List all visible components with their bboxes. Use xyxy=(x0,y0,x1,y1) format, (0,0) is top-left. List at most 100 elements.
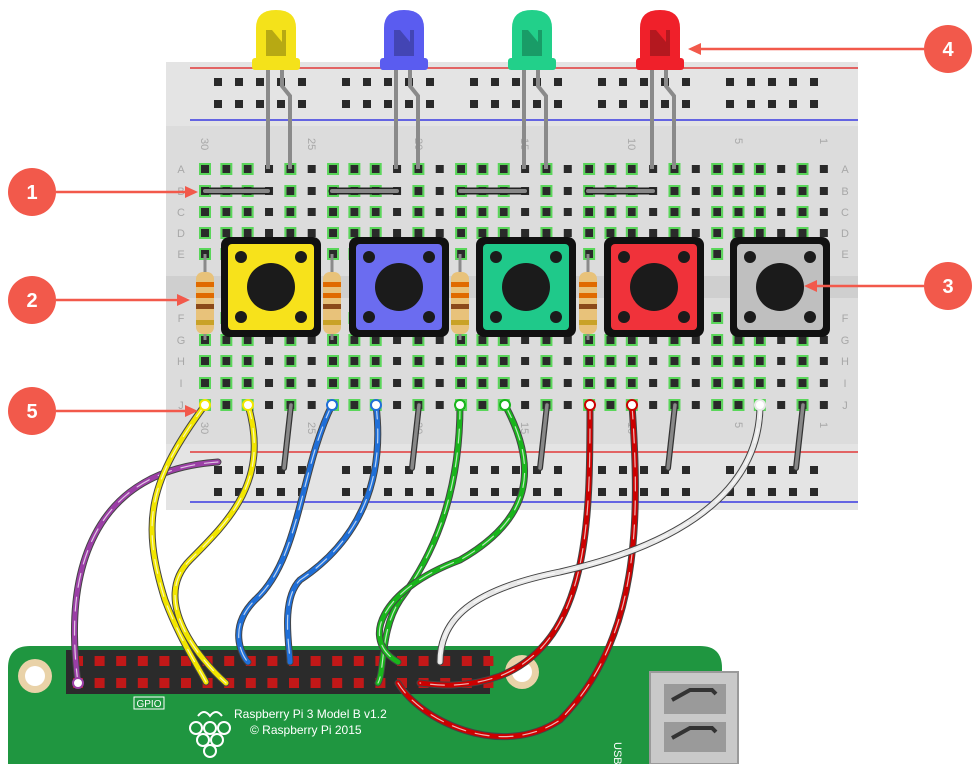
rail-hole xyxy=(491,466,499,474)
callout-number: 4 xyxy=(942,39,954,61)
rail-hole xyxy=(405,466,413,474)
raspberry-pi: GPIO Raspberry Pi 3 Model B v1.2 © Raspb… xyxy=(8,646,739,769)
bottom-power-rail xyxy=(166,444,858,510)
hole-highlight xyxy=(732,355,745,367)
resistor-band xyxy=(323,293,341,298)
rail-hole xyxy=(661,488,669,496)
hole-highlight xyxy=(220,377,233,389)
breadboard-hole xyxy=(691,208,700,216)
gpio-pin xyxy=(267,678,278,688)
breadboard-hole xyxy=(563,229,572,237)
button-corner xyxy=(490,251,502,263)
breadboard-hole xyxy=(222,229,231,237)
breadboard-hole xyxy=(563,187,572,195)
rail-hole xyxy=(768,466,776,474)
rail-hole xyxy=(214,78,222,86)
breadboard-hole xyxy=(286,229,295,237)
hole-highlight xyxy=(625,206,638,218)
rail-hole xyxy=(789,466,797,474)
callout-number: 5 xyxy=(26,401,37,423)
hole-highlight xyxy=(327,206,340,218)
breadboard-hole xyxy=(521,401,530,409)
rail-hole xyxy=(789,100,797,108)
column-number: 25 xyxy=(305,422,317,434)
hole-highlight xyxy=(711,334,724,346)
breadboard-hole xyxy=(222,165,231,173)
wire-yellow-highlight xyxy=(151,404,207,683)
breadboard-hole xyxy=(542,336,551,344)
breadboard-hole xyxy=(606,401,615,409)
breadboard-hole xyxy=(307,357,316,365)
rail-hole xyxy=(726,466,734,474)
resistor xyxy=(579,254,597,340)
hole-highlight xyxy=(199,206,211,218)
rail-hole xyxy=(363,78,371,86)
breadboard-hole xyxy=(265,336,274,344)
hole-highlight xyxy=(497,206,510,218)
breadboard-hole xyxy=(393,208,402,216)
button-corner xyxy=(804,251,816,263)
breadboard-hole xyxy=(243,229,252,237)
breadboard-hole xyxy=(819,401,828,409)
hole-highlight xyxy=(348,377,361,389)
rail-hole xyxy=(682,466,690,474)
breadboard-hole xyxy=(201,379,209,387)
breadboard-hole xyxy=(307,165,316,173)
hole-highlight xyxy=(668,185,681,197)
callout-number: 1 xyxy=(26,182,37,204)
breadboard-hole xyxy=(670,208,679,216)
push-button xyxy=(604,237,704,337)
breadboard-hole xyxy=(457,379,466,387)
button-corner xyxy=(235,251,247,263)
breadboard-hole xyxy=(435,229,444,237)
breadboard-hole xyxy=(243,208,252,216)
hole-highlight xyxy=(476,206,489,218)
row-letter: I xyxy=(843,378,846,390)
callout-arrowhead xyxy=(185,405,198,417)
rail-hole xyxy=(470,78,478,86)
hole-highlight xyxy=(732,399,745,411)
breadboard-hole xyxy=(798,165,807,173)
column-number: 30 xyxy=(198,138,210,150)
gpio-pin xyxy=(332,656,343,666)
rail-hole xyxy=(726,78,734,86)
breadboard-hole xyxy=(350,336,359,344)
push-button xyxy=(730,237,830,337)
breadboard-hole xyxy=(798,229,807,237)
breadboard-hole xyxy=(222,379,231,387)
breadboard-hole xyxy=(222,336,231,344)
push-button xyxy=(476,237,576,337)
resistor-body xyxy=(196,272,214,334)
hole-highlight xyxy=(732,377,745,389)
breadboard-hole xyxy=(350,208,359,216)
wire-end xyxy=(626,399,638,411)
rail-hole xyxy=(405,488,413,496)
mount-hole-left-center xyxy=(25,666,45,686)
rail-hole xyxy=(747,100,755,108)
hole-highlight xyxy=(711,355,724,367)
breadboard-hole xyxy=(222,208,231,216)
hole-highlight xyxy=(668,355,681,367)
hole-highlight xyxy=(455,206,468,218)
breadboard-hole xyxy=(478,357,487,365)
breadboard-hole xyxy=(819,208,828,216)
resistor-band xyxy=(451,320,469,325)
hole-highlight xyxy=(711,227,724,239)
button-corner xyxy=(235,311,247,323)
button-cap xyxy=(756,263,804,311)
breadboard-hole xyxy=(265,229,274,237)
row-letter: J xyxy=(842,400,848,412)
rail-hole xyxy=(682,100,690,108)
gpio-pin xyxy=(483,656,494,666)
breadboard-hole xyxy=(435,187,444,195)
rail-hole xyxy=(533,488,541,496)
breadboard-hole xyxy=(670,336,679,344)
breadboard-hole xyxy=(499,165,508,173)
row-letter: D xyxy=(177,228,185,240)
hole-highlight xyxy=(711,185,724,197)
wire-end xyxy=(584,399,596,411)
breadboard-hole xyxy=(329,165,338,173)
breadboard-hole xyxy=(414,336,423,344)
breadboard-hole xyxy=(457,165,466,173)
